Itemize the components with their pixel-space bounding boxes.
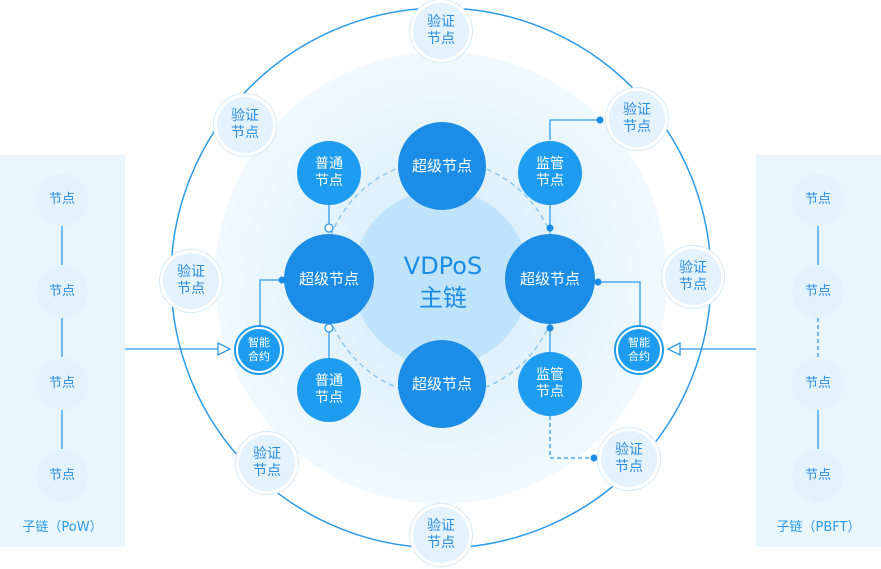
validator-node-bottom-left: 验证 节点 xyxy=(236,432,298,494)
main-chain-title-line2: 主链 xyxy=(419,284,467,313)
super-node-bottom: 超级节点 xyxy=(398,340,486,428)
validator-node-top: 验证 节点 xyxy=(410,0,472,62)
left-chain-node-3: 节点 xyxy=(36,358,88,410)
left-chain-node-4: 节点 xyxy=(36,450,88,502)
validator-node-bottom: 验证 节点 xyxy=(410,504,472,566)
right-chain-node-4: 节点 xyxy=(792,450,844,502)
validator-node-bottom-right: 验证 节点 xyxy=(598,428,660,490)
main-chain-title: VDPoS 主链 xyxy=(380,250,506,315)
left-chain-node-2: 节点 xyxy=(36,266,88,318)
validator-node-left: 验证 节点 xyxy=(160,250,222,312)
right-chain-label: 子链（PBFT） xyxy=(776,520,861,535)
validator-node-right: 验证 节点 xyxy=(662,246,724,308)
supervisor-node-top: 监管 节点 xyxy=(518,141,582,205)
supervisor-node-bottom: 监管 节点 xyxy=(518,352,582,416)
right-chain-node-2: 节点 xyxy=(792,266,844,318)
smart-contract-right: 智能 合约 xyxy=(616,327,662,373)
super-node-top: 超级节点 xyxy=(398,122,486,210)
ordinary-node-top: 普通 节点 xyxy=(297,141,361,205)
main-chain-title-line1: VDPoS xyxy=(403,252,483,280)
left-chain-node-1: 节点 xyxy=(36,174,88,226)
right-chain-node-1: 节点 xyxy=(792,174,844,226)
ordinary-node-bottom: 普通 节点 xyxy=(297,358,361,422)
super-node-right: 超级节点 xyxy=(505,234,595,324)
left-chain-label: 子链（PoW） xyxy=(22,520,103,535)
validator-node-top-left: 验证 节点 xyxy=(214,94,276,156)
validator-node-top-right: 验证 节点 xyxy=(606,88,668,150)
super-node-left: 超级节点 xyxy=(284,234,374,324)
core-disc xyxy=(353,190,529,366)
right-chain-node-3: 节点 xyxy=(792,358,844,410)
smart-contract-left: 智能 合约 xyxy=(236,327,282,373)
